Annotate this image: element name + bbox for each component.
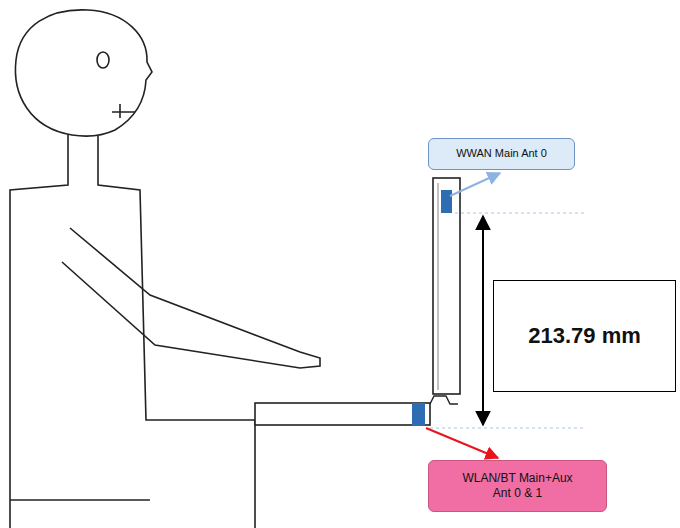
arm-outline	[62, 228, 320, 368]
extension-line	[430, 428, 585, 429]
dimension-box: 213.79 mm	[493, 280, 676, 392]
leader-line	[426, 428, 498, 458]
node-label: WLAN/BT Main+Aux Ant 0 & 1	[458, 471, 578, 501]
hinge	[430, 396, 458, 404]
body-right-outline	[98, 136, 255, 528]
laptop-base	[255, 403, 430, 425]
leader-line	[450, 173, 500, 196]
node-label: WWAN Main Ant 0	[456, 147, 547, 161]
mouth	[112, 104, 135, 118]
person-figure	[10, 10, 320, 528]
seat-line	[10, 499, 150, 501]
screen-edge	[438, 183, 439, 390]
node-label: 213.79 mm	[528, 322, 641, 350]
extension-line	[455, 213, 585, 214]
body-left-outline	[10, 134, 68, 528]
wwan-antenna	[441, 190, 452, 213]
head-outline	[15, 10, 152, 136]
dimension-arrow	[482, 216, 484, 425]
wlan-antenna	[412, 403, 425, 426]
callout-box: WLAN/BT Main+Aux Ant 0 & 1	[428, 460, 607, 512]
laptop-screen	[433, 178, 460, 394]
callout-box: WWAN Main Ant 0	[428, 138, 575, 170]
eye	[97, 52, 109, 68]
laptop	[255, 178, 460, 426]
